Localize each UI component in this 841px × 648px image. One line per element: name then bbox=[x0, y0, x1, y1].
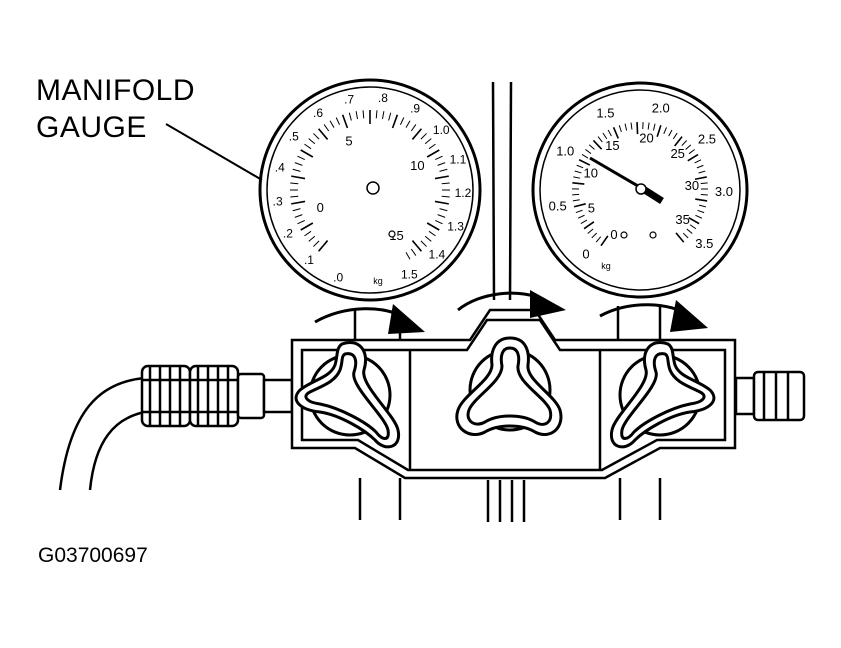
right-outer-label: 1.5 bbox=[596, 105, 614, 120]
right-outer-label: 3.0 bbox=[715, 184, 733, 199]
left-tick bbox=[290, 183, 298, 184]
left-tick bbox=[290, 196, 298, 197]
right-inner-label: 10 bbox=[583, 165, 597, 180]
right-tick bbox=[637, 122, 638, 134]
left-outer-label: .1 bbox=[304, 253, 314, 267]
right-outer-label: 1.0 bbox=[556, 144, 574, 159]
right-outer-label: 0.5 bbox=[549, 199, 567, 214]
callout-line-2: GAUGE bbox=[36, 109, 195, 146]
left-hose bbox=[60, 378, 145, 490]
left-outer-label: .6 bbox=[313, 106, 323, 120]
right-inner-label: 20 bbox=[639, 130, 653, 145]
right-port-fitting bbox=[736, 372, 804, 420]
right-gauge-unit: kg bbox=[601, 261, 611, 271]
left-outer-label: 1.1 bbox=[450, 153, 467, 167]
left-outer-label: .4 bbox=[275, 161, 285, 175]
left-outer-label: .2 bbox=[283, 227, 293, 241]
right-gauge-hub bbox=[636, 184, 646, 194]
left-outer-label: 1.0 bbox=[433, 123, 450, 137]
left-inner-label: 10 bbox=[410, 158, 424, 173]
right-tick bbox=[701, 194, 708, 195]
right-outer-label: 3.5 bbox=[695, 236, 713, 251]
left-outer-label: .5 bbox=[289, 130, 299, 144]
right-outer-label: 2.0 bbox=[652, 101, 670, 116]
right-inner-label: 30 bbox=[685, 178, 699, 193]
left-outer-label: 1.3 bbox=[447, 219, 464, 233]
left-tick bbox=[442, 196, 450, 197]
right-inner-label: 35 bbox=[675, 212, 689, 227]
left-outer-label: 1.5 bbox=[401, 267, 418, 281]
left-inner-label: 0 bbox=[317, 200, 324, 215]
low-pressure-gauge: .0 .1 .2 .3 .4 .5 .6 .7 .8 .9 1.0 1.1 1.2 1.3 1.4 1.5 0… bbox=[260, 80, 480, 300]
left-tick bbox=[442, 183, 450, 184]
right-inner-label: 25 bbox=[670, 146, 684, 161]
left-outer-label: .0 bbox=[333, 270, 343, 284]
left-tick bbox=[376, 110, 377, 118]
left-gauge-hub bbox=[367, 182, 379, 194]
left-outer-label: 1.2 bbox=[455, 186, 472, 200]
right-gauge-pin-2 bbox=[650, 232, 656, 238]
left-outer-label: .7 bbox=[344, 92, 354, 106]
left-outer-label: .3 bbox=[273, 194, 283, 208]
right-tick bbox=[572, 194, 579, 195]
bottom-ports bbox=[360, 478, 660, 522]
left-hose-fitting bbox=[142, 366, 292, 426]
left-outer-label: .8 bbox=[378, 91, 388, 105]
right-inner-label: 5 bbox=[588, 200, 595, 215]
center-hose bbox=[493, 82, 511, 300]
left-outer-label: 1.4 bbox=[429, 248, 446, 262]
figure-id: G03700697 bbox=[38, 544, 148, 568]
left-tick bbox=[363, 110, 364, 118]
left-gauge-unit: kg bbox=[373, 276, 383, 286]
manifold-gauge-callout: MANIFOLD GAUGE bbox=[36, 72, 195, 146]
left-outer-label: .9 bbox=[410, 102, 420, 116]
left-gauge-pin bbox=[389, 231, 395, 237]
right-outer-label: 2.5 bbox=[698, 131, 716, 146]
callout-line-1: MANIFOLD bbox=[36, 72, 195, 109]
left-inner-label: 5 bbox=[345, 133, 352, 148]
right-inner-label: 0 bbox=[610, 227, 617, 242]
right-gauge-pin-1 bbox=[621, 232, 627, 238]
right-inner-label: 15 bbox=[605, 138, 619, 153]
right-outer-label: 0 bbox=[582, 246, 589, 261]
